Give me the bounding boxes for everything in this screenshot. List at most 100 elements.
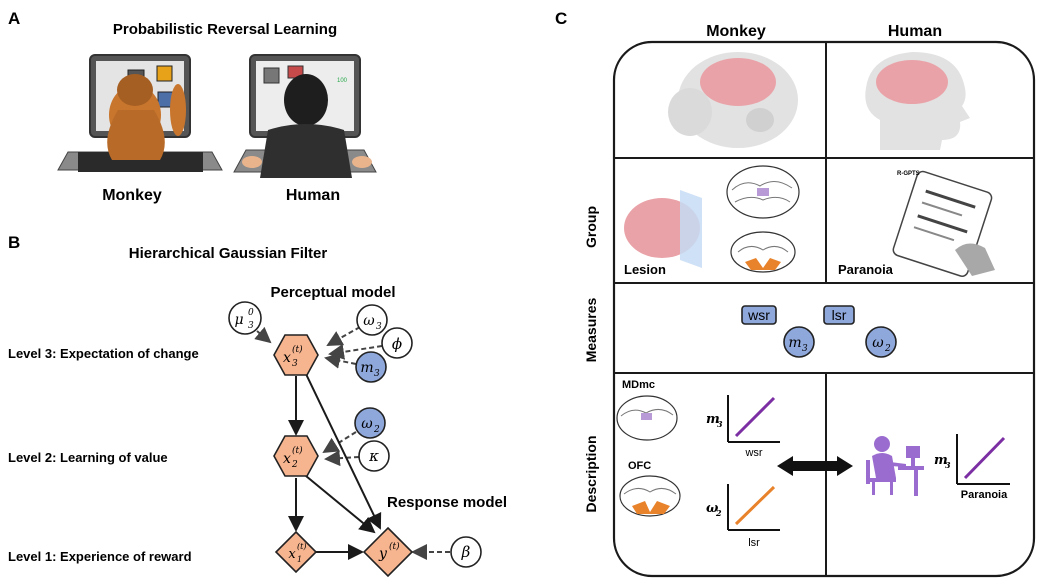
plot1-y-label: m (706, 412, 720, 427)
column-monkey-label: Monkey (706, 23, 766, 40)
node-y: y (t) (362, 526, 414, 578)
human-label: Human (286, 187, 340, 204)
node-omega2: ω 2 (354, 407, 386, 439)
response-model-label: Response model (387, 494, 507, 511)
node-phi: ϕ (381, 327, 413, 359)
x3-subscript: 3 (292, 359, 298, 369)
rgpts-label: R-GPTS (897, 171, 920, 177)
measure-omega2-node: ω 2 (865, 326, 897, 358)
edge-omega3-to-x3 (326, 326, 361, 346)
perceptual-model-label: Perceptual model (270, 284, 395, 301)
edge-phi-to-x3 (328, 343, 383, 360)
measure-lsr-box: lsr (823, 305, 855, 325)
edge-x2-to-y (305, 475, 376, 534)
plot3-y-subscript: 3 (945, 460, 951, 470)
mu-superscript: 0 (248, 308, 254, 318)
panel-c: C Monkey Human Group Measures Descriptio… (555, 9, 1036, 578)
level-1-label: Level 1: Experience of reward (8, 549, 192, 564)
node-omega3: ω 3 (356, 304, 388, 336)
node-m3: m 3 (355, 351, 387, 383)
x2-symbol: x (283, 451, 291, 467)
plot3-y-label: m (934, 453, 948, 468)
panel-b-letter: B (8, 233, 20, 252)
plot-m3-vs-wsr: m 3 wsr (706, 395, 780, 459)
level-3-label: Level 3: Expectation of change (8, 346, 199, 361)
panel-a-title: Probabilistic Reversal Learning (113, 21, 337, 38)
m3-symbol: m (360, 360, 373, 376)
plot3-trend-line (963, 436, 1006, 480)
edge-mu-to-x3 (254, 326, 272, 344)
plot2-trend-line (734, 485, 776, 526)
human-head-brain-illustration (865, 52, 970, 150)
node-x1: x (t) 1 (274, 530, 318, 574)
plot-omega2-vs-lsr: ω 2 lsr (706, 484, 780, 549)
monkey-head-brain-illustration (668, 52, 798, 148)
hgf-edges (254, 326, 450, 560)
measure-m3-node: m 3 (783, 326, 815, 358)
m3-subscript: 3 (374, 369, 380, 379)
coronal-slice-mdmc-group (726, 165, 800, 219)
measure-wsr-box: wsr (741, 305, 777, 325)
column-human-label: Human (888, 23, 942, 40)
human-laptop-illustration: 100 (233, 54, 377, 178)
row-measures-label: Measures (583, 297, 599, 362)
edge-omega2-to-x2 (322, 431, 357, 454)
coronal-slice-ofc-group (730, 231, 796, 273)
paranoia-questionnaire-illustration (892, 170, 995, 277)
plot2-y-label: ω (706, 501, 719, 516)
node-x3: x (t) 3 (273, 334, 319, 376)
mu-symbol: μ (234, 312, 243, 328)
panel-b-title: Hierarchical Gaussian Filter (129, 245, 328, 262)
plot1-trend-line (734, 396, 776, 438)
lesion-brain-illustration (624, 190, 702, 268)
plot1-y-subscript: 3 (717, 419, 723, 429)
omega2-subscript: 2 (373, 425, 380, 435)
measure-m3-symbol: m (788, 335, 801, 351)
plot2-y-subscript: 2 (715, 508, 722, 518)
panel-b: B Hierarchical Gaussian Filter Perceptua… (8, 233, 507, 578)
measure-wsr-label: wsr (747, 307, 770, 323)
beta-symbol: β (461, 543, 471, 561)
plot3-x-label: Paranoia (961, 489, 1008, 501)
panel-a: A Probabilistic Reversal Learning Monkey… (8, 9, 377, 204)
x1-superscript: (t) (297, 542, 306, 551)
kappa-symbol: κ (368, 447, 379, 465)
level-2-label: Level 2: Learning of value (8, 450, 168, 465)
plot2-x-label: lsr (748, 537, 760, 549)
edge-x3-to-y (305, 373, 382, 530)
measure-m3-subscript: 3 (802, 344, 808, 354)
monkey-label: Monkey (102, 187, 162, 204)
measure-omega2-symbol: ω (872, 335, 884, 351)
node-mu-3-0: μ 0 3 (228, 301, 262, 335)
mu-subscript: 3 (248, 321, 254, 331)
y-symbol: y (378, 546, 388, 562)
x1-symbol: x (288, 547, 296, 562)
monkey-laptop-illustration (57, 54, 223, 172)
node-x2: x (t) 2 (273, 435, 319, 477)
x2-superscript: (t) (292, 445, 303, 456)
ofc-label: OFC (628, 460, 651, 472)
row-group-label: Group (583, 206, 599, 248)
measure-omega2-subscript: 2 (884, 344, 891, 354)
x3-symbol: x (283, 350, 291, 366)
mdmc-label: MDmc (622, 379, 655, 391)
lesion-label: Lesion (624, 262, 666, 277)
omega2-symbol: ω (361, 416, 373, 432)
coronal-slice-ofc-description (619, 475, 681, 517)
coronal-slice-mdmc-description (616, 395, 678, 441)
x2-subscript: 2 (291, 460, 298, 470)
y-superscript: (t) (389, 541, 400, 552)
screen-score: 100 (337, 78, 348, 84)
edge-m3-to-x3 (324, 352, 357, 369)
x1-subscript: 1 (297, 555, 302, 564)
edge-kappa-to-x2 (324, 450, 360, 467)
x3-superscript: (t) (292, 344, 303, 355)
node-kappa: κ (358, 440, 390, 472)
measure-lsr-label: lsr (832, 307, 847, 323)
row-description-label: Description (583, 435, 599, 512)
plot-m3-vs-paranoia: m 3 Paranoia (934, 434, 1010, 501)
plot1-x-label: wsr (744, 447, 762, 459)
paranoia-label: Paranoia (838, 262, 894, 277)
omega3-subscript: 3 (376, 322, 382, 332)
